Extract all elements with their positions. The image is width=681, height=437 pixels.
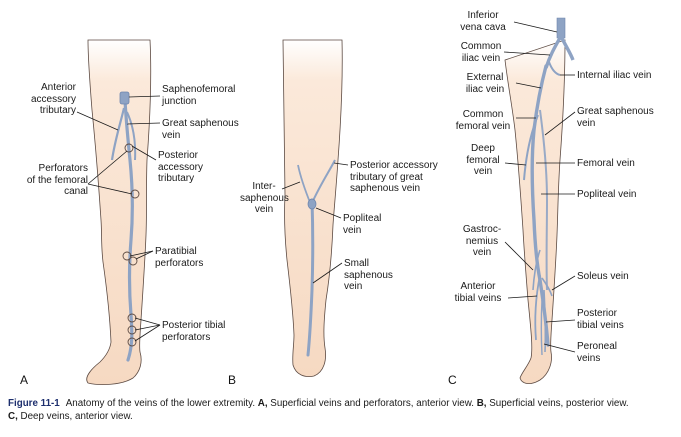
label-intersaphenous-vein: Inter- saphenous vein <box>240 181 289 215</box>
posterior-accessory-vein-b <box>311 159 336 204</box>
caption-text-2: Superficial veins and perforators, anter… <box>267 398 477 409</box>
caption-bold-b: B, <box>476 398 487 409</box>
caption-bold-c: C, <box>8 411 18 422</box>
label-common-femoral-vein: Common femoral vein <box>455 109 511 132</box>
posterior-tibial-perforator-3 <box>127 337 137 347</box>
label-posterior-tibial-veins: Posterior tibial veins <box>577 308 624 331</box>
label-soleus-vein: Soleus vein <box>577 271 629 282</box>
small-saphenous-vein <box>306 198 315 357</box>
great-saphenous-vein-c <box>539 109 549 291</box>
label-common-iliac-vein: Common iliac vein <box>460 41 502 64</box>
leg-c <box>504 17 575 384</box>
leg-a-outline <box>86 39 152 385</box>
label-anterior-accessory-tributary: Anterior accessory tributary <box>30 82 76 116</box>
label-small-saphenous-vein: Small saphenous vein <box>344 258 393 292</box>
caption-text-1: Anatomy of the veins of the lower extrem… <box>65 398 258 409</box>
label-internal-iliac-vein: Internal iliac vein <box>577 70 652 81</box>
caption-figure-label: Figure 11-1 <box>8 398 60 409</box>
label-saphenofemoral-junction: Saphenofemoral junction <box>162 84 236 107</box>
inferior-vena-cava <box>556 17 566 39</box>
panel-label-a: A <box>20 373 29 387</box>
label-posterior-accessory-tributary: Posterior accessory tributary <box>158 150 204 184</box>
caption-bold-a: A, <box>257 398 268 409</box>
label-posterior-accessory-great-saphenous: Posterior accessory tributary of great s… <box>350 160 438 194</box>
posterior-tibial-veins <box>543 289 547 353</box>
label-popliteal-vein-b: Popliteal vein <box>343 213 382 236</box>
label-posterior-tibial-perforators: Posterior tibial perforators <box>162 320 226 343</box>
peroneal-veins <box>540 299 543 356</box>
soleus-vein <box>541 277 553 297</box>
leader-lines <box>76 21 576 353</box>
external-iliac-to-femoral <box>530 64 550 347</box>
saphenofemoral-junction <box>119 91 130 105</box>
panel-label-c: C <box>448 373 457 387</box>
label-inferior-vena-cava: Inferior vena cava <box>460 10 506 33</box>
label-great-saphenous-vein-c: Great saphenous vein <box>577 106 654 129</box>
label-perforators-femoral-canal: Perforators of the femoral canal <box>26 163 88 197</box>
label-gastrocnemius-vein: Gastroc- nemius vein <box>462 224 502 258</box>
label-paratibial-perforators: Paratibial perforators <box>155 246 204 269</box>
label-popliteal-vein-c: Popliteal vein <box>577 189 637 200</box>
leg-a <box>86 39 152 385</box>
posterior-accessory-vein-a <box>126 111 137 161</box>
popliteal-junction <box>307 198 317 210</box>
anterior-tibial-veins <box>534 274 541 341</box>
paratibial-perforator-2 <box>128 256 138 266</box>
panel-label-b: B <box>228 373 237 387</box>
label-deep-femoral-vein: Deep femoral vein <box>466 143 500 177</box>
anterior-accessory-vein <box>110 107 126 161</box>
internal-iliac-vein <box>548 61 561 76</box>
label-external-iliac-vein: External iliac vein <box>465 72 505 95</box>
figure-caption: Figure 11-1 Anatomy of the veins of the l… <box>8 397 676 423</box>
perforator-femoral-1 <box>124 143 134 153</box>
caption-text-3: Superficial veins, posterior view. <box>486 398 629 409</box>
leg-b <box>282 39 343 377</box>
deep-femoral-vein <box>523 114 539 181</box>
label-femoral-vein: Femoral vein <box>577 158 635 169</box>
gastrocnemius-vein <box>532 249 541 291</box>
label-peroneal-veins: Peroneal veins <box>577 341 618 364</box>
label-great-saphenous-vein-a: Great saphenous vein <box>162 118 239 141</box>
label-anterior-tibial-veins: Anterior tibial veins <box>454 281 502 304</box>
caption-text-4: Deep veins, anterior view. <box>17 411 133 422</box>
